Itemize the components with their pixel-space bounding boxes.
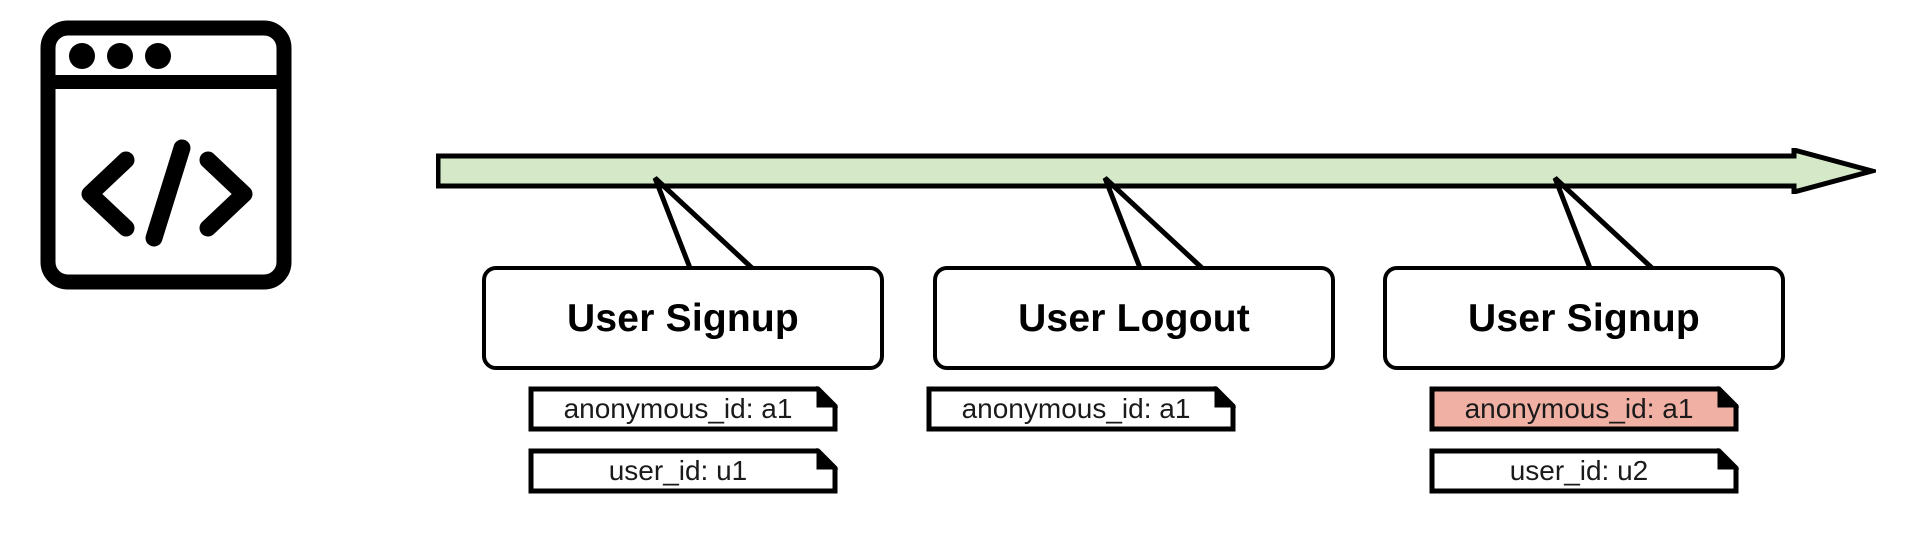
note-text-1-2: user_id: u1	[608, 455, 748, 486]
note-fold-corner-2-1	[1214, 386, 1236, 408]
event-box-1[interactable]: User Signup	[482, 266, 884, 370]
code-window-icon	[40, 20, 292, 290]
note-1-1[interactable]: anonymous_id: a1	[528, 386, 838, 432]
window-dot-3	[145, 43, 171, 69]
event-label-3: User Signup	[1468, 296, 1700, 340]
note-text-3-2: user_id: u2	[1509, 455, 1649, 486]
note-text-1-1: anonymous_id: a1	[563, 393, 793, 424]
window-dot-1	[69, 43, 95, 69]
note-text-3-1: anonymous_id: a1	[1464, 393, 1694, 424]
angle-bracket-left-icon	[81, 151, 135, 237]
code-window-icon-svg	[40, 20, 292, 290]
event-box-2[interactable]: User Logout	[933, 266, 1335, 370]
event-group-1: User Signup anonymous_id: a1 user_id: u1	[482, 266, 884, 494]
note-3-2[interactable]: user_id: u2	[1429, 448, 1739, 494]
note-fold-corner-1-1	[816, 386, 838, 408]
note-body-1-1	[528, 386, 838, 432]
event-timeline-arrow	[435, 146, 1882, 196]
note-shape-1-1	[528, 386, 838, 432]
note-shape-1-2	[528, 448, 838, 494]
note-2-1[interactable]: anonymous_id: a1	[926, 386, 1236, 432]
note-text-2-1: anonymous_id: a1	[961, 393, 1191, 424]
note-shape-3-2	[1429, 448, 1739, 494]
event-group-3: User Signup anonymous_id: a1 user_id: u2	[1383, 266, 1785, 494]
event-group-2: User Logout anonymous_id: a1	[926, 266, 1335, 432]
note-fold-corner-3-2	[1717, 448, 1739, 470]
note-shape-3-1	[1429, 386, 1739, 432]
note-shape-2-1	[926, 386, 1236, 432]
slash-icon	[145, 139, 191, 247]
note-body-3-1-highlighted	[1429, 386, 1739, 432]
note-body-1-2	[528, 448, 838, 494]
note-body-2-1	[926, 386, 1236, 432]
event-label-1: User Signup	[567, 296, 799, 340]
note-fold-corner-3-1	[1717, 386, 1739, 408]
note-fold-corner-1-2	[816, 448, 838, 470]
note-body-3-2	[1429, 448, 1739, 494]
event-box-3[interactable]: User Signup	[1383, 266, 1785, 370]
window-dot-2	[107, 43, 133, 69]
event-label-2: User Logout	[1018, 296, 1250, 340]
note-1-2[interactable]: user_id: u1	[528, 448, 838, 494]
timeline-arrow-shape	[435, 146, 1882, 196]
timeline-arrow-svg	[435, 146, 1882, 196]
angle-bracket-right-icon	[199, 151, 253, 237]
note-3-1[interactable]: anonymous_id: a1	[1429, 386, 1739, 432]
